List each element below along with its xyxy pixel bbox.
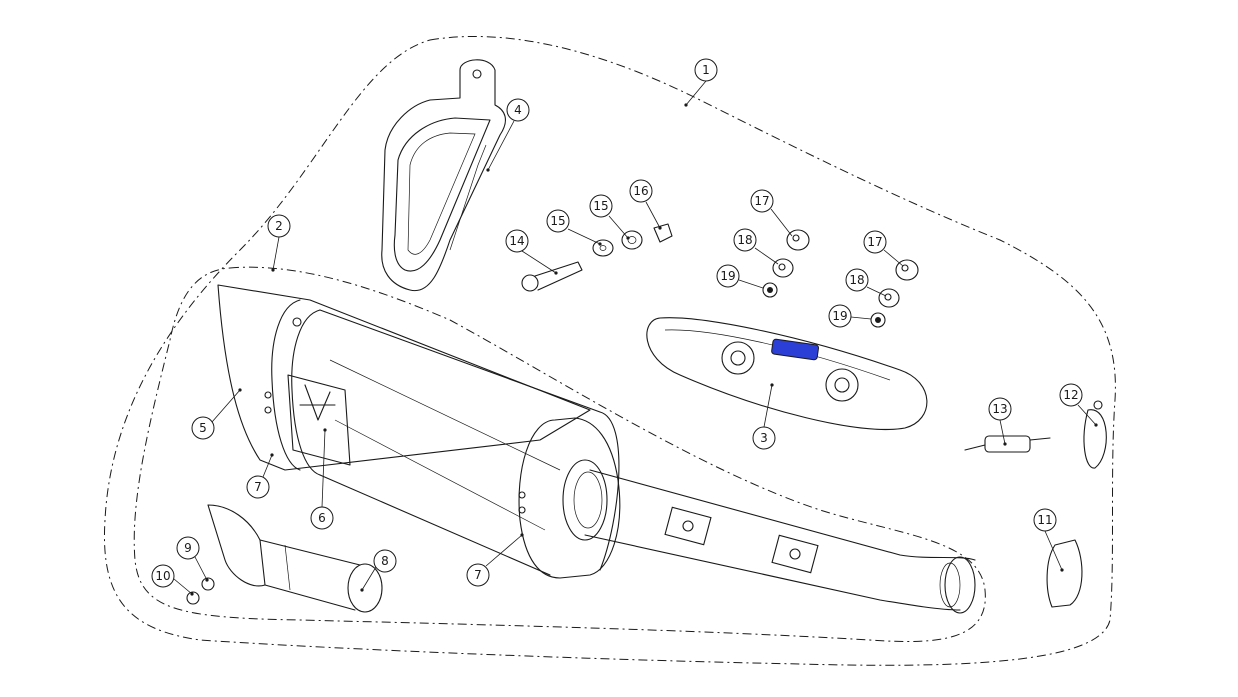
bolt (521, 261, 583, 292)
silencer-boundary-outline (133, 266, 986, 642)
callout-14: 14 (505, 229, 529, 253)
callout-10: 10 (151, 564, 175, 588)
svg-text:16: 16 (633, 184, 648, 198)
callout-17b: 17 (863, 230, 887, 254)
heat-shield (646, 317, 928, 431)
callout-7b: 7 (466, 563, 490, 587)
svg-text:8: 8 (381, 554, 389, 568)
svg-text:19: 19 (832, 309, 847, 323)
callout-7: 7 (246, 475, 270, 499)
svg-text:2: 2 (275, 219, 283, 233)
callout-18b: 18 (845, 268, 869, 292)
kit-boundary-outline (103, 35, 1116, 666)
callout-19b: 19 (828, 304, 852, 328)
callout-5: 5 (191, 416, 215, 440)
washers (186, 223, 919, 605)
svg-text:18: 18 (849, 273, 864, 287)
callout-15: 15 (546, 209, 570, 233)
akrapovic-logo-plate (287, 374, 351, 466)
svg-text:17: 17 (754, 194, 769, 208)
hanger-bracket (381, 59, 506, 292)
clamps (1046, 400, 1107, 608)
svg-text:3: 3 (760, 431, 768, 445)
callout-13: 13 (988, 397, 1012, 421)
callout-16: 16 (629, 179, 653, 203)
svg-text:5: 5 (199, 421, 207, 435)
callout-17: 17 (750, 189, 774, 213)
silencer-body (217, 284, 976, 614)
svg-text:10: 10 (155, 569, 170, 583)
svg-text:1: 1 (702, 63, 710, 77)
callout-1: 1 (694, 58, 718, 82)
callouts: 1 2 3 4 5 6 7 7 8 9 10 11 12 13 14 15 15… (151, 58, 1098, 596)
callout-4: 4 (506, 98, 530, 122)
callout-15b: 15 (589, 194, 613, 218)
end-cap-pipe (207, 504, 383, 613)
callout-11: 11 (1033, 508, 1057, 532)
callout-19: 19 (716, 264, 740, 288)
callout-9: 9 (176, 536, 200, 560)
svg-text:15: 15 (593, 199, 608, 213)
svg-text:6: 6 (318, 511, 326, 525)
svg-text:12: 12 (1063, 388, 1078, 402)
callout-2: 2 (267, 214, 291, 238)
svg-text:13: 13 (992, 402, 1007, 416)
svg-text:19: 19 (720, 269, 735, 283)
svg-text:18: 18 (737, 233, 752, 247)
svg-text:15: 15 (550, 214, 565, 228)
callout-6: 6 (310, 506, 334, 530)
svg-text:7: 7 (474, 568, 482, 582)
callout-3: 3 (752, 426, 776, 450)
svg-text:9: 9 (184, 541, 192, 555)
svg-text:11: 11 (1037, 513, 1052, 527)
svg-text:17: 17 (867, 235, 882, 249)
callout-18: 18 (733, 228, 757, 252)
svg-text:14: 14 (509, 234, 524, 248)
heat-shield-logo-badge (771, 338, 820, 361)
sensor-plug (964, 435, 1051, 453)
callout-12: 12 (1059, 383, 1083, 407)
svg-text:7: 7 (254, 480, 262, 494)
svg-text:4: 4 (514, 103, 522, 117)
callout-8: 8 (373, 549, 397, 573)
